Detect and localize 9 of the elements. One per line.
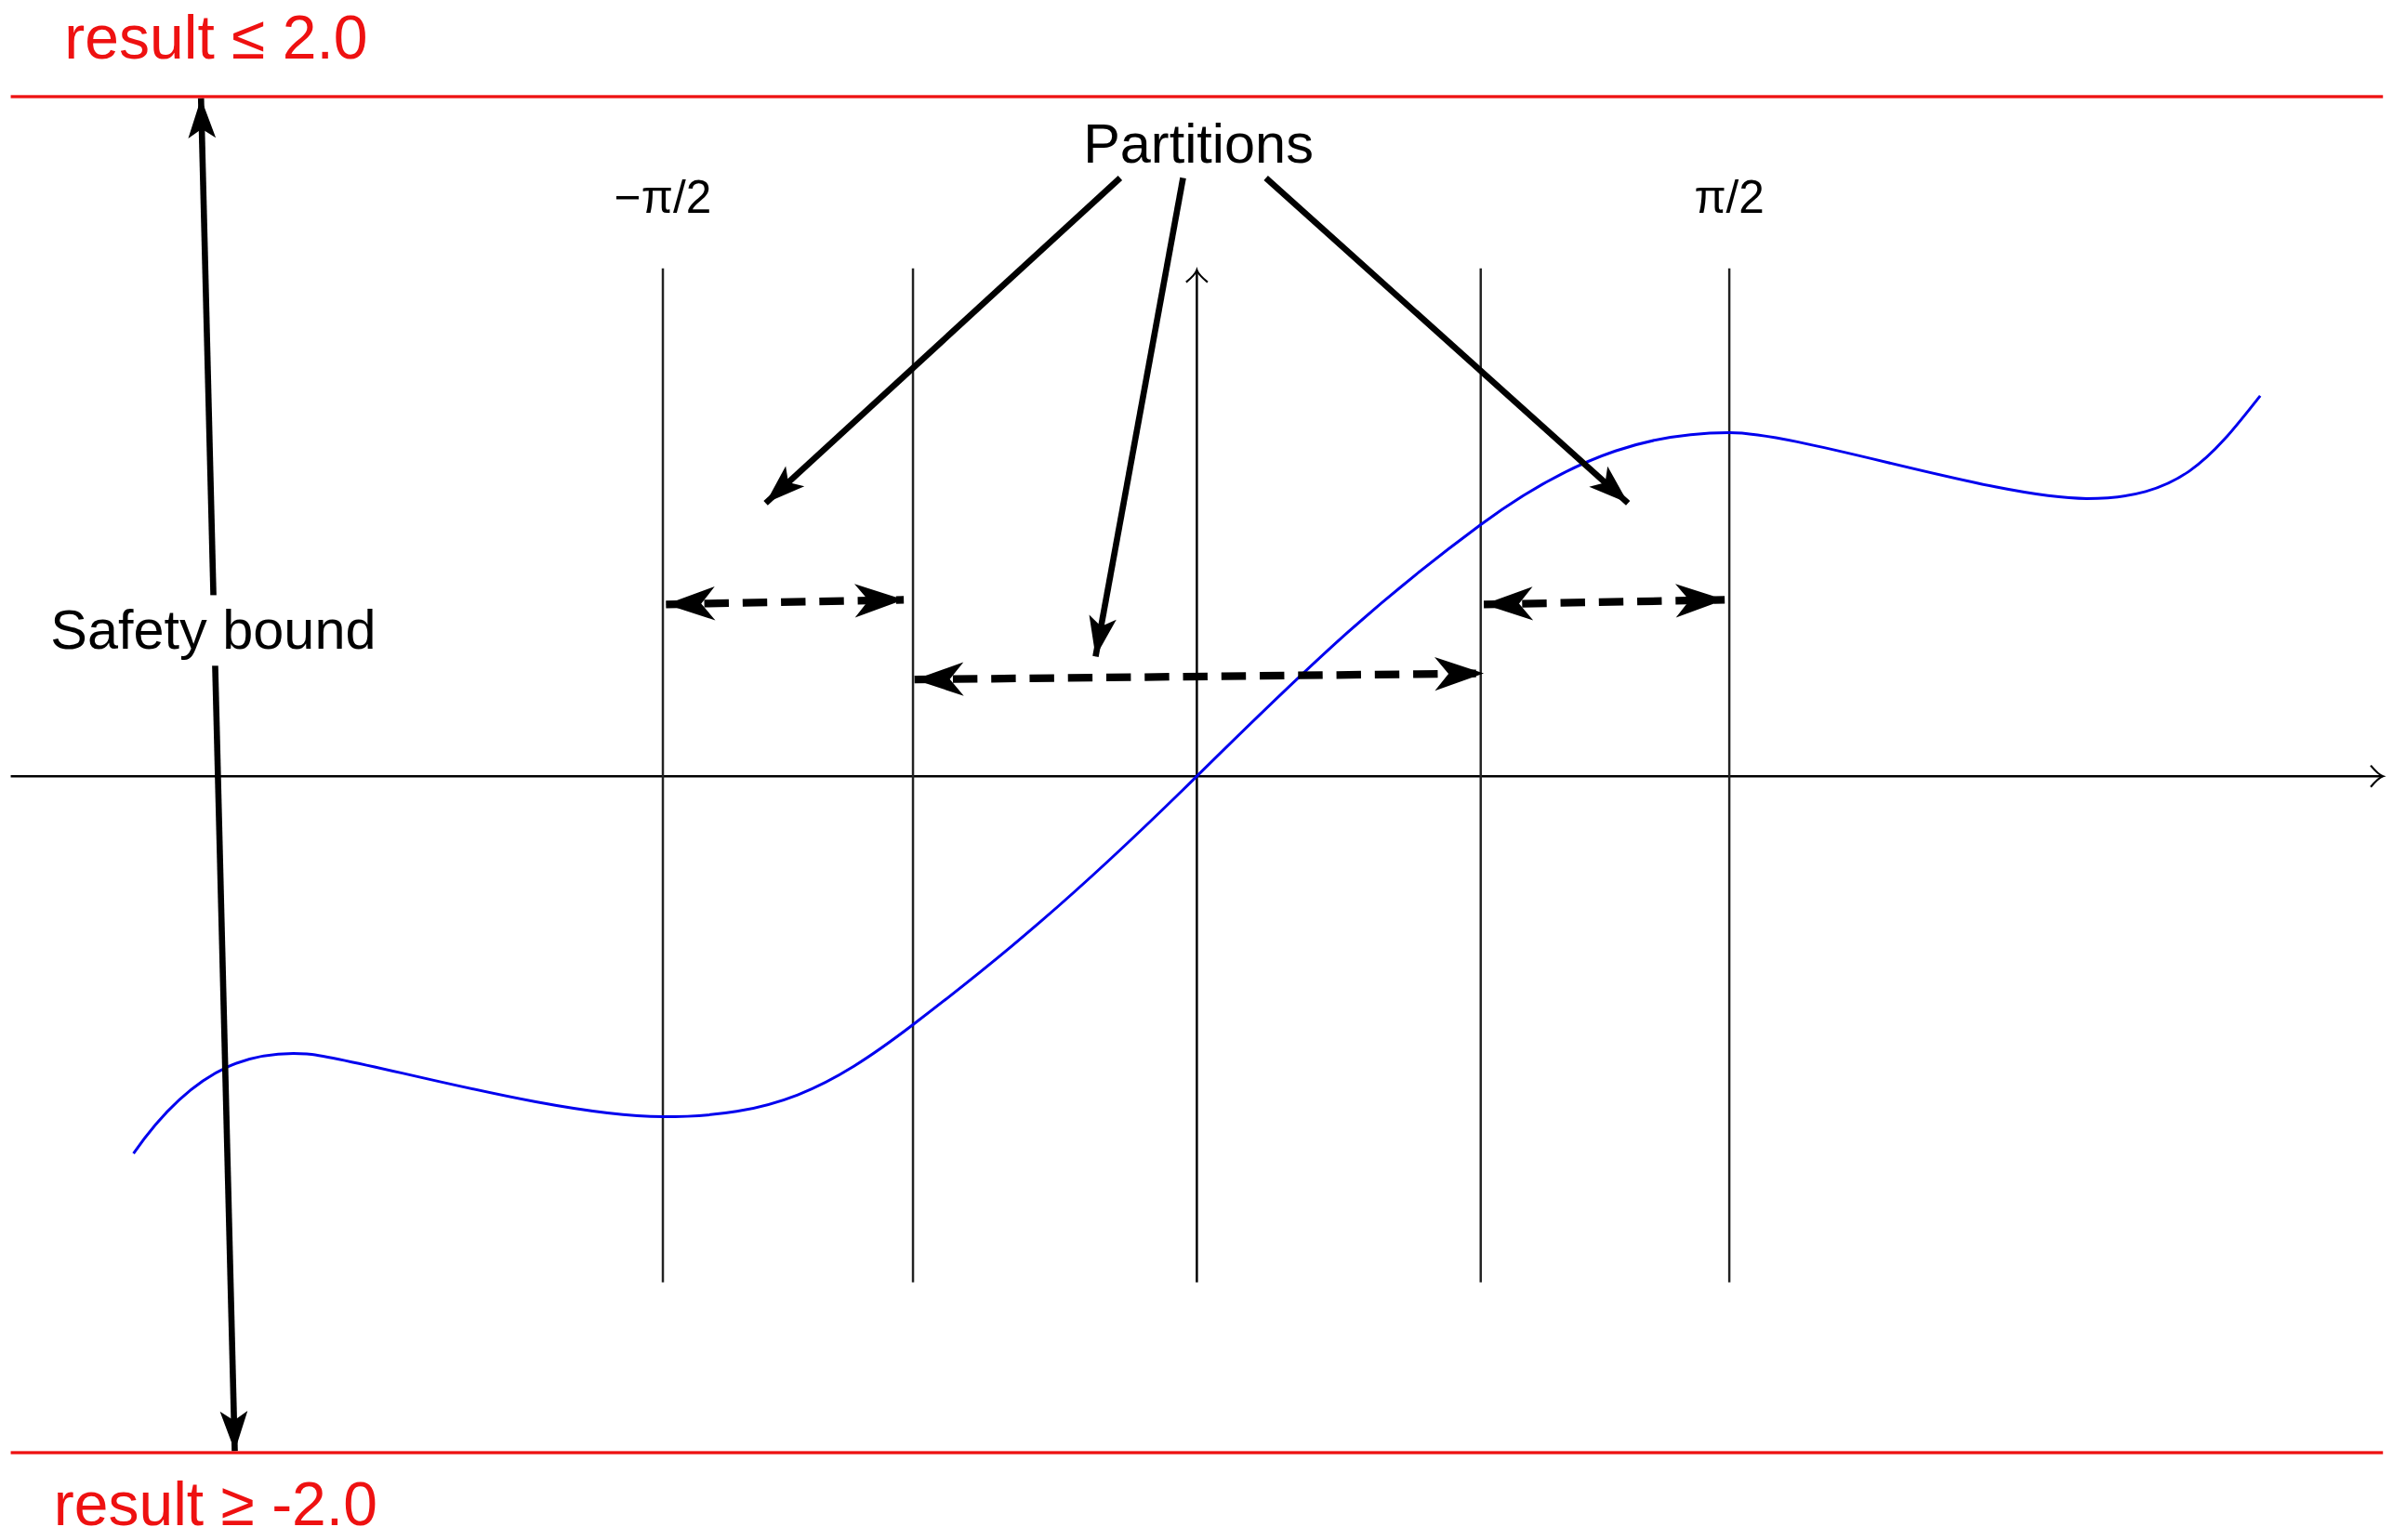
double-arrow xyxy=(188,98,248,1452)
leader-line xyxy=(1263,176,1631,506)
leader-line xyxy=(763,176,1123,506)
tick-label: −π/2 xyxy=(614,171,712,224)
bound-label: result ≤ 2.0 xyxy=(64,3,368,72)
callout-label: Partitions xyxy=(1066,110,1330,178)
bound-label: result ≥ -2.0 xyxy=(53,1469,377,1539)
tick-label: π/2 xyxy=(1694,171,1765,224)
leader-line xyxy=(1089,177,1186,657)
